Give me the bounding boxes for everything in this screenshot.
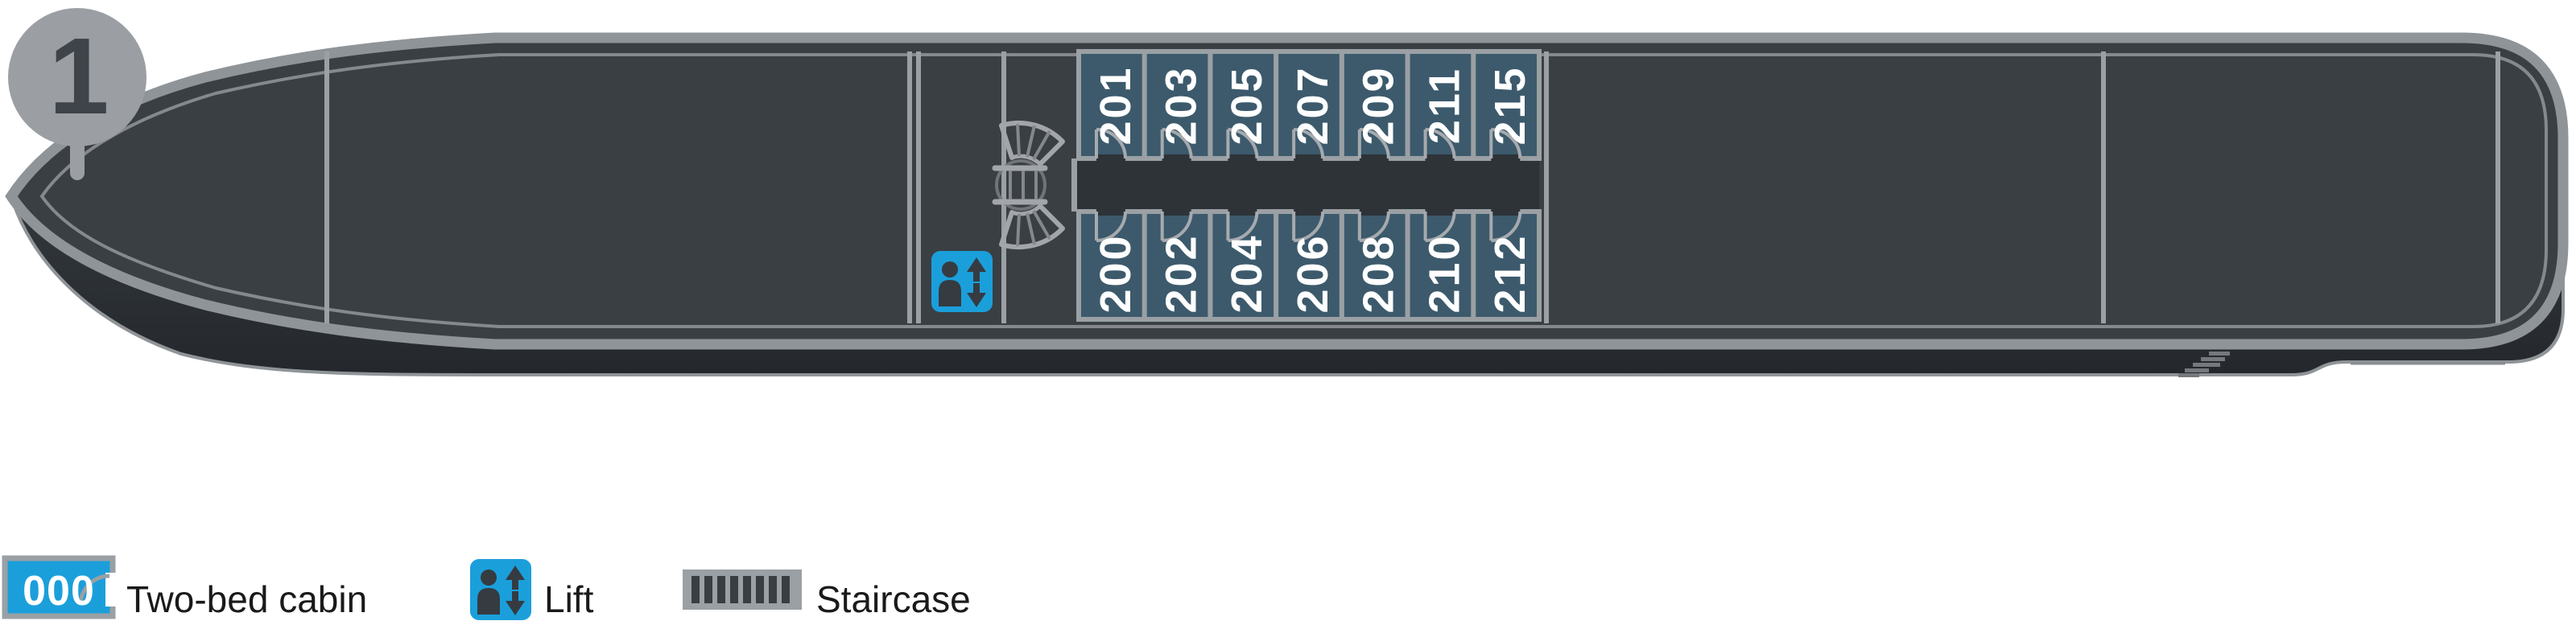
cabin-210[interactable]: 210: [1420, 208, 1468, 314]
legend-two-bed-label: Two-bed cabin: [126, 578, 367, 620]
staircase-icon: [992, 120, 1065, 250]
cabin-207[interactable]: 207: [1289, 65, 1337, 162]
interior-walls: [324, 51, 2500, 323]
door-gap: [1096, 208, 1125, 216]
cabin-201[interactable]: 201: [1092, 65, 1140, 162]
legend-door-gap: [105, 573, 117, 606]
cabin-row-top: 201 203 205 207 209 211 215: [1076, 49, 1542, 162]
cabin-number: 204: [1223, 233, 1271, 313]
door-arc: [1228, 128, 1259, 159]
cabin-number: 207: [1289, 65, 1337, 145]
cabin-number: 208: [1355, 233, 1403, 313]
door-arc: [1096, 211, 1127, 242]
door-gap: [1491, 208, 1521, 216]
door-gap: [1294, 154, 1323, 162]
legend-cabin-sample: 000: [23, 568, 95, 615]
legend-lift: Lift: [470, 559, 594, 620]
cabin-number: 215: [1486, 65, 1534, 145]
cabin-203[interactable]: 203: [1157, 65, 1205, 162]
cabin-number: 209: [1355, 65, 1403, 145]
cabin-number: 211: [1420, 67, 1468, 144]
door-arc: [1162, 211, 1193, 242]
door-arc: [1359, 128, 1390, 159]
two-bed-cabin-icon: [2, 555, 116, 619]
door-gap: [1359, 154, 1389, 162]
door-gap: [1096, 154, 1125, 162]
cabin-204[interactable]: 204: [1223, 208, 1271, 314]
cabin-211[interactable]: 211: [1420, 67, 1468, 162]
legend-two-bed-cabin: 000 Two-bed cabin: [2, 555, 367, 620]
cabin-212[interactable]: 212: [1486, 208, 1534, 314]
corridor: [1077, 158, 1539, 212]
deck-pin-icon: 1: [8, 8, 147, 180]
door-gap: [1425, 208, 1455, 216]
cabin-number: 202: [1157, 233, 1205, 313]
cabin-215[interactable]: 215: [1486, 65, 1534, 162]
cabin-number: 205: [1223, 65, 1271, 145]
cabin-202[interactable]: 202: [1157, 208, 1205, 314]
door-arc: [1425, 211, 1456, 242]
cabin-row-bottom: 200 202 204 206 208 210 212: [1076, 208, 1542, 322]
legend-door-arc: [78, 574, 110, 606]
door-gap: [1425, 154, 1455, 162]
legend-staircase-label: Staircase: [816, 578, 971, 620]
door-gap: [1359, 208, 1389, 216]
cabin-200[interactable]: 200: [1092, 208, 1140, 314]
door-arc: [1294, 211, 1325, 242]
legend: 000 Two-bed cabin Lift Staircase: [2, 555, 971, 620]
corridor-end-cap: [1071, 158, 1077, 212]
cabin-block: [1076, 209, 1542, 322]
cabin-number: 206: [1289, 233, 1337, 313]
staircase-icon-treads: [691, 576, 790, 603]
door-arc: [1491, 128, 1522, 159]
door-gap: [1228, 154, 1257, 162]
door-gap: [1294, 208, 1323, 216]
cabin-number: 201: [1092, 65, 1140, 145]
door-arc: [1228, 211, 1259, 242]
door-arc: [1162, 128, 1193, 159]
cabin-208[interactable]: 208: [1355, 208, 1403, 314]
legend-lift-label: Lift: [544, 578, 594, 620]
door-arc: [1491, 211, 1522, 242]
cabin-number: 210: [1420, 233, 1468, 313]
deck-number: 1: [48, 15, 109, 137]
cabin-number: 203: [1157, 65, 1205, 145]
cabin-number: 200: [1092, 233, 1140, 313]
deck-pin-stem: [70, 137, 85, 180]
door-arc: [1425, 128, 1456, 159]
legend-staircase: Staircase: [683, 569, 971, 620]
deck-pin-circle: [8, 8, 147, 146]
door-arc: [1294, 128, 1325, 159]
door-arc: [1096, 128, 1127, 159]
cabin-205[interactable]: 205: [1223, 65, 1271, 162]
hull-inner-line: [39, 53, 2548, 328]
door-gap: [1491, 154, 1521, 162]
lift-icon: [470, 559, 531, 620]
cabin-number: 212: [1486, 233, 1534, 313]
door-gap: [1162, 208, 1191, 216]
door-gap: [1162, 154, 1191, 162]
lift-icon: [931, 251, 993, 312]
door-gap: [1228, 208, 1257, 216]
door-arc: [1359, 211, 1390, 242]
cabin-209[interactable]: 209: [1355, 65, 1403, 162]
cabin-206[interactable]: 206: [1289, 208, 1337, 314]
stern-ladder-icon: [2178, 352, 2230, 377]
